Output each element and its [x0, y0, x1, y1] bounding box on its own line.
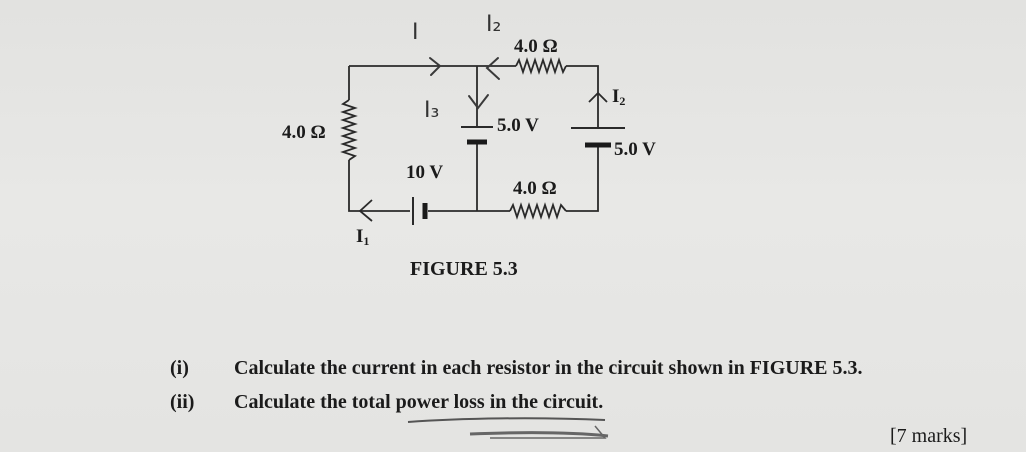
label-v-middle: 5.0 V — [497, 115, 539, 136]
label-r-bottom: 4.0 Ω — [513, 178, 557, 199]
resistor-left — [340, 99, 358, 161]
hand-arrow-top — [429, 57, 442, 76]
hand-arrow-middle — [468, 94, 489, 110]
question-2: (ii) Calculate the total power loss in th… — [170, 391, 603, 414]
arrow-i1 — [358, 199, 373, 222]
handwritten-i2: I₂ — [486, 12, 502, 37]
question-1: (i) Calculate the current in each resisto… — [170, 357, 863, 379]
label-i1: I1 — [356, 226, 370, 248]
resistor-top — [515, 57, 567, 75]
label-i2: I2 — [612, 86, 626, 108]
pen-underline — [407, 417, 609, 439]
handwritten-i3: I₃ — [424, 98, 440, 123]
handwritten-i: I — [412, 20, 419, 45]
wire-top-right — [566, 65, 599, 128]
question-1-figure-ref: FIGURE 5.3 — [749, 357, 858, 379]
question-1-number: (i) — [170, 357, 189, 379]
question-2-number: (ii) — [170, 391, 195, 413]
hand-arrow-top-right — [485, 57, 500, 80]
label-r-top: 4.0 Ω — [514, 36, 558, 57]
figure-caption: FIGURE 5.3 — [410, 258, 518, 280]
resistor-bottom — [509, 202, 567, 220]
label-r-left: 4.0 Ω — [282, 122, 326, 143]
label-v-bottom: 10 V — [406, 162, 444, 183]
marks-label: [7 marks] — [890, 425, 968, 447]
wire-right-bottom — [566, 146, 599, 212]
arrow-i2 — [588, 91, 608, 103]
question-1-text: Calculate the current in each resistor i… — [234, 357, 750, 379]
label-v-right: 5.0 V — [614, 139, 656, 160]
question-2-text: Calculate the total power loss in the ci… — [234, 391, 604, 413]
wire-left-bottom — [348, 160, 410, 212]
